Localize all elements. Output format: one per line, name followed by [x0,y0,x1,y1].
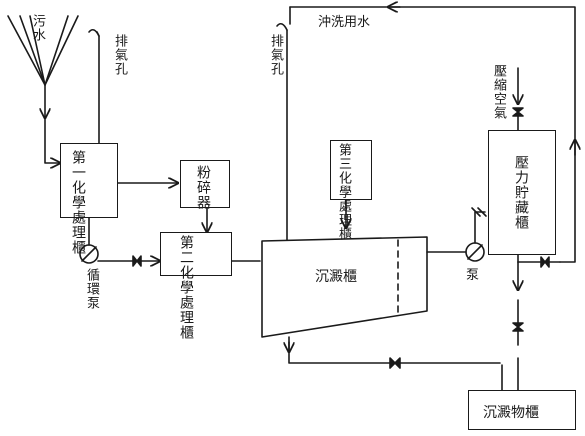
pressure-tank: 壓力貯藏櫃 [488,130,556,255]
chem3-label: 第三化學處理櫃 [336,143,351,241]
flush-water-label: 沖洗用水 [318,15,371,30]
circulation-pump-label: 循環泵 [84,268,99,310]
inlet-funnel [7,15,79,86]
compressed-air-label: 壓縮空氣 [491,64,506,120]
chem1-tank: 第一化學處理櫃 [60,143,118,255]
valve-circ [132,255,142,267]
settling-tank-label: 沉澱櫃 [315,269,357,285]
chem3-tank: 第三化學處理櫃 [330,140,372,241]
chem1-label: 第一化學處理櫃 [70,150,86,255]
wastewater-label: 污水 [30,14,45,42]
crusher-label: 粉碎器 [195,165,211,210]
chem2-label: 第二化學處理櫃 [178,235,194,340]
sediment-tank-label: 沉澱物櫃 [483,405,539,421]
sediment-tank: 沉澱物櫃 [468,390,576,430]
pump-label: 泵 [466,268,480,283]
pressure-tank-label: 壓力貯藏櫃 [513,155,529,230]
vent2-label: 排氣孔 [268,34,283,76]
settling-tank-shape [261,236,428,338]
crusher: 粉碎器 [180,160,230,210]
chem2-tank: 第二化學處理櫃 [160,232,232,340]
vent1-label: 排氣孔 [112,34,127,76]
